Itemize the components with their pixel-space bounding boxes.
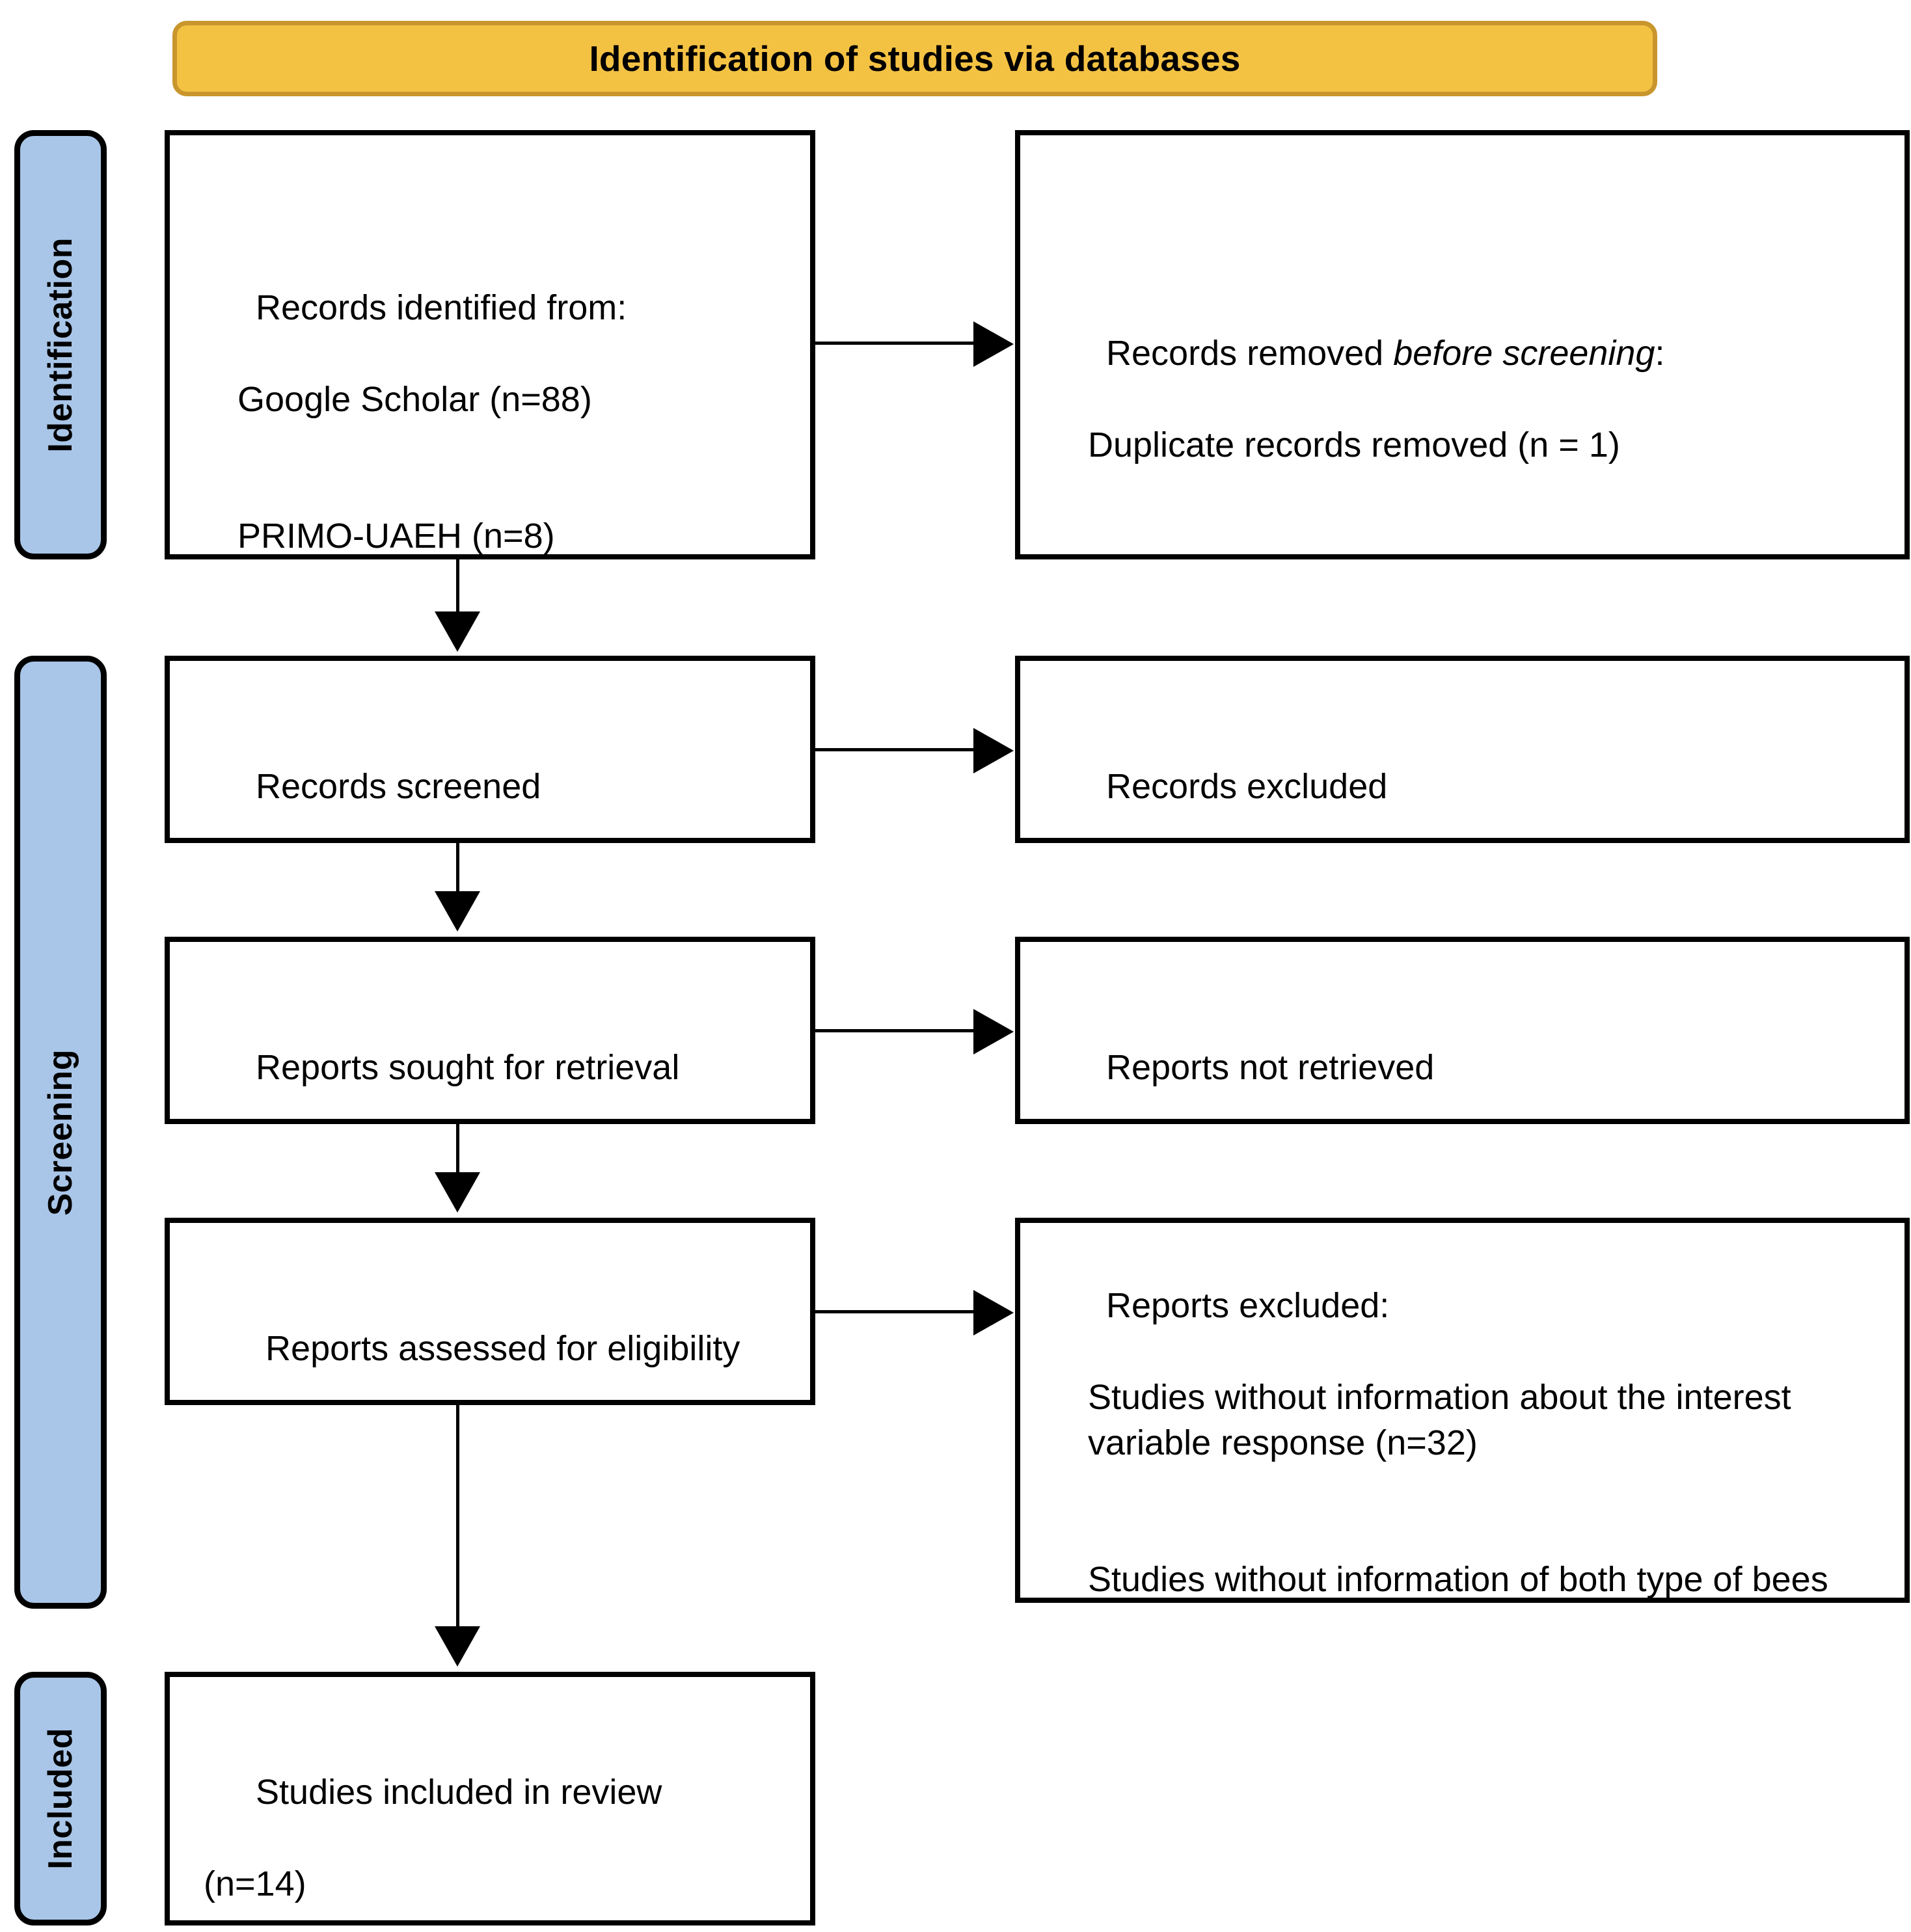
stage-label-screening-text: Screening bbox=[42, 1049, 79, 1216]
connector-screened-to-excluded bbox=[815, 748, 976, 751]
stage-label-screening: Screening bbox=[14, 656, 107, 1609]
connector-sought-to-not-retrieved bbox=[815, 1029, 976, 1032]
arrowhead-right-icon bbox=[973, 728, 1014, 773]
records-identified-source-0: Google Scholar (n=88) bbox=[237, 379, 592, 419]
studies-included-count: (n=14) bbox=[204, 1864, 306, 1903]
connector-sought-to-assessed bbox=[456, 1124, 459, 1177]
arrowhead-right-icon bbox=[973, 1009, 1014, 1054]
box-reports-not-retrieved-text: Reports not retrieved (n=1) bbox=[1048, 999, 1893, 1119]
box-reports-sought-text: Reports sought for retrieval (n=85) bbox=[197, 999, 798, 1119]
reports-assessed-label: Reports assessed for eligibility bbox=[256, 1329, 740, 1369]
box-records-screened: Records screened (n=95) bbox=[165, 656, 815, 843]
records-identified-heading: Records identified from: bbox=[256, 288, 627, 328]
reports-excluded-heading: Reports excluded: bbox=[1106, 1286, 1390, 1326]
box-records-removed-text: Records removed before screening: Duplic… bbox=[1048, 285, 1893, 554]
arrowhead-right-icon bbox=[973, 1290, 1014, 1335]
box-reports-assessed: Reports assessed for eligibility (n=84) bbox=[165, 1218, 815, 1405]
reports-excluded-reason-1: Studies without information of both type… bbox=[1088, 1560, 1828, 1600]
box-reports-sought: Reports sought for retrieval (n=85) bbox=[165, 937, 815, 1124]
arrowhead-down-icon bbox=[435, 891, 480, 932]
stage-label-identification-text: Identification bbox=[42, 237, 79, 453]
reports-excluded-reason-0: Studies without information about the in… bbox=[1088, 1377, 1801, 1462]
box-records-excluded: Records excluded (n=10) bbox=[1015, 656, 1910, 843]
connector-identified-to-screened bbox=[456, 559, 459, 617]
stage-label-identification: Identification bbox=[14, 130, 107, 559]
records-excluded-label: Records excluded bbox=[1106, 767, 1388, 807]
box-records-excluded-text: Records excluded (n=10) bbox=[1048, 718, 1893, 838]
diagram-header-banner: Identification of studies via databases bbox=[172, 21, 1657, 96]
connector-assessed-to-excluded bbox=[815, 1310, 976, 1313]
records-removed-heading: Records removed before screening: bbox=[1106, 334, 1665, 373]
stage-label-included: Included bbox=[14, 1672, 107, 1925]
records-identified-source-1: PRIMO-UAEH (n=8) bbox=[237, 517, 555, 556]
box-records-identified-text: Records identified from: Google Scholar … bbox=[197, 239, 798, 556]
box-studies-included-text: Studies included in review (n=14) Report… bbox=[197, 1724, 798, 1920]
box-reports-excluded-text: Reports excluded: Studies without inform… bbox=[1048, 1237, 1893, 1600]
stage-label-included-text: Included bbox=[42, 1728, 79, 1870]
arrowhead-down-icon bbox=[435, 1626, 480, 1667]
connector-identified-to-removed bbox=[815, 342, 976, 345]
studies-included-label: Studies included in review bbox=[256, 1773, 662, 1812]
box-records-identified: Records identified from: Google Scholar … bbox=[165, 130, 815, 559]
box-studies-included: Studies included in review (n=14) Report… bbox=[165, 1672, 815, 1925]
box-reports-assessed-text: Reports assessed for eligibility (n=84) bbox=[197, 1280, 798, 1400]
arrowhead-down-icon bbox=[435, 1172, 480, 1213]
connector-assessed-to-included bbox=[456, 1405, 459, 1626]
diagram-title: Identification of studies via databases bbox=[589, 38, 1241, 79]
records-removed-item-0: Duplicate records removed (n = 1) bbox=[1088, 425, 1620, 464]
box-records-screened-text: Records screened (n=95) bbox=[197, 718, 798, 838]
box-reports-excluded: Reports excluded: Studies without inform… bbox=[1015, 1218, 1910, 1603]
arrowhead-down-icon bbox=[435, 611, 480, 652]
arrowhead-right-icon bbox=[973, 321, 1014, 367]
box-records-removed: Records removed before screening: Duplic… bbox=[1015, 130, 1910, 559]
reports-not-retrieved-label: Reports not retrieved bbox=[1106, 1048, 1435, 1088]
box-reports-not-retrieved: Reports not retrieved (n=1) bbox=[1015, 937, 1910, 1124]
connector-screened-to-sought bbox=[456, 843, 459, 896]
reports-sought-label: Reports sought for retrieval bbox=[256, 1048, 680, 1088]
records-screened-label: Records screened bbox=[256, 767, 541, 807]
